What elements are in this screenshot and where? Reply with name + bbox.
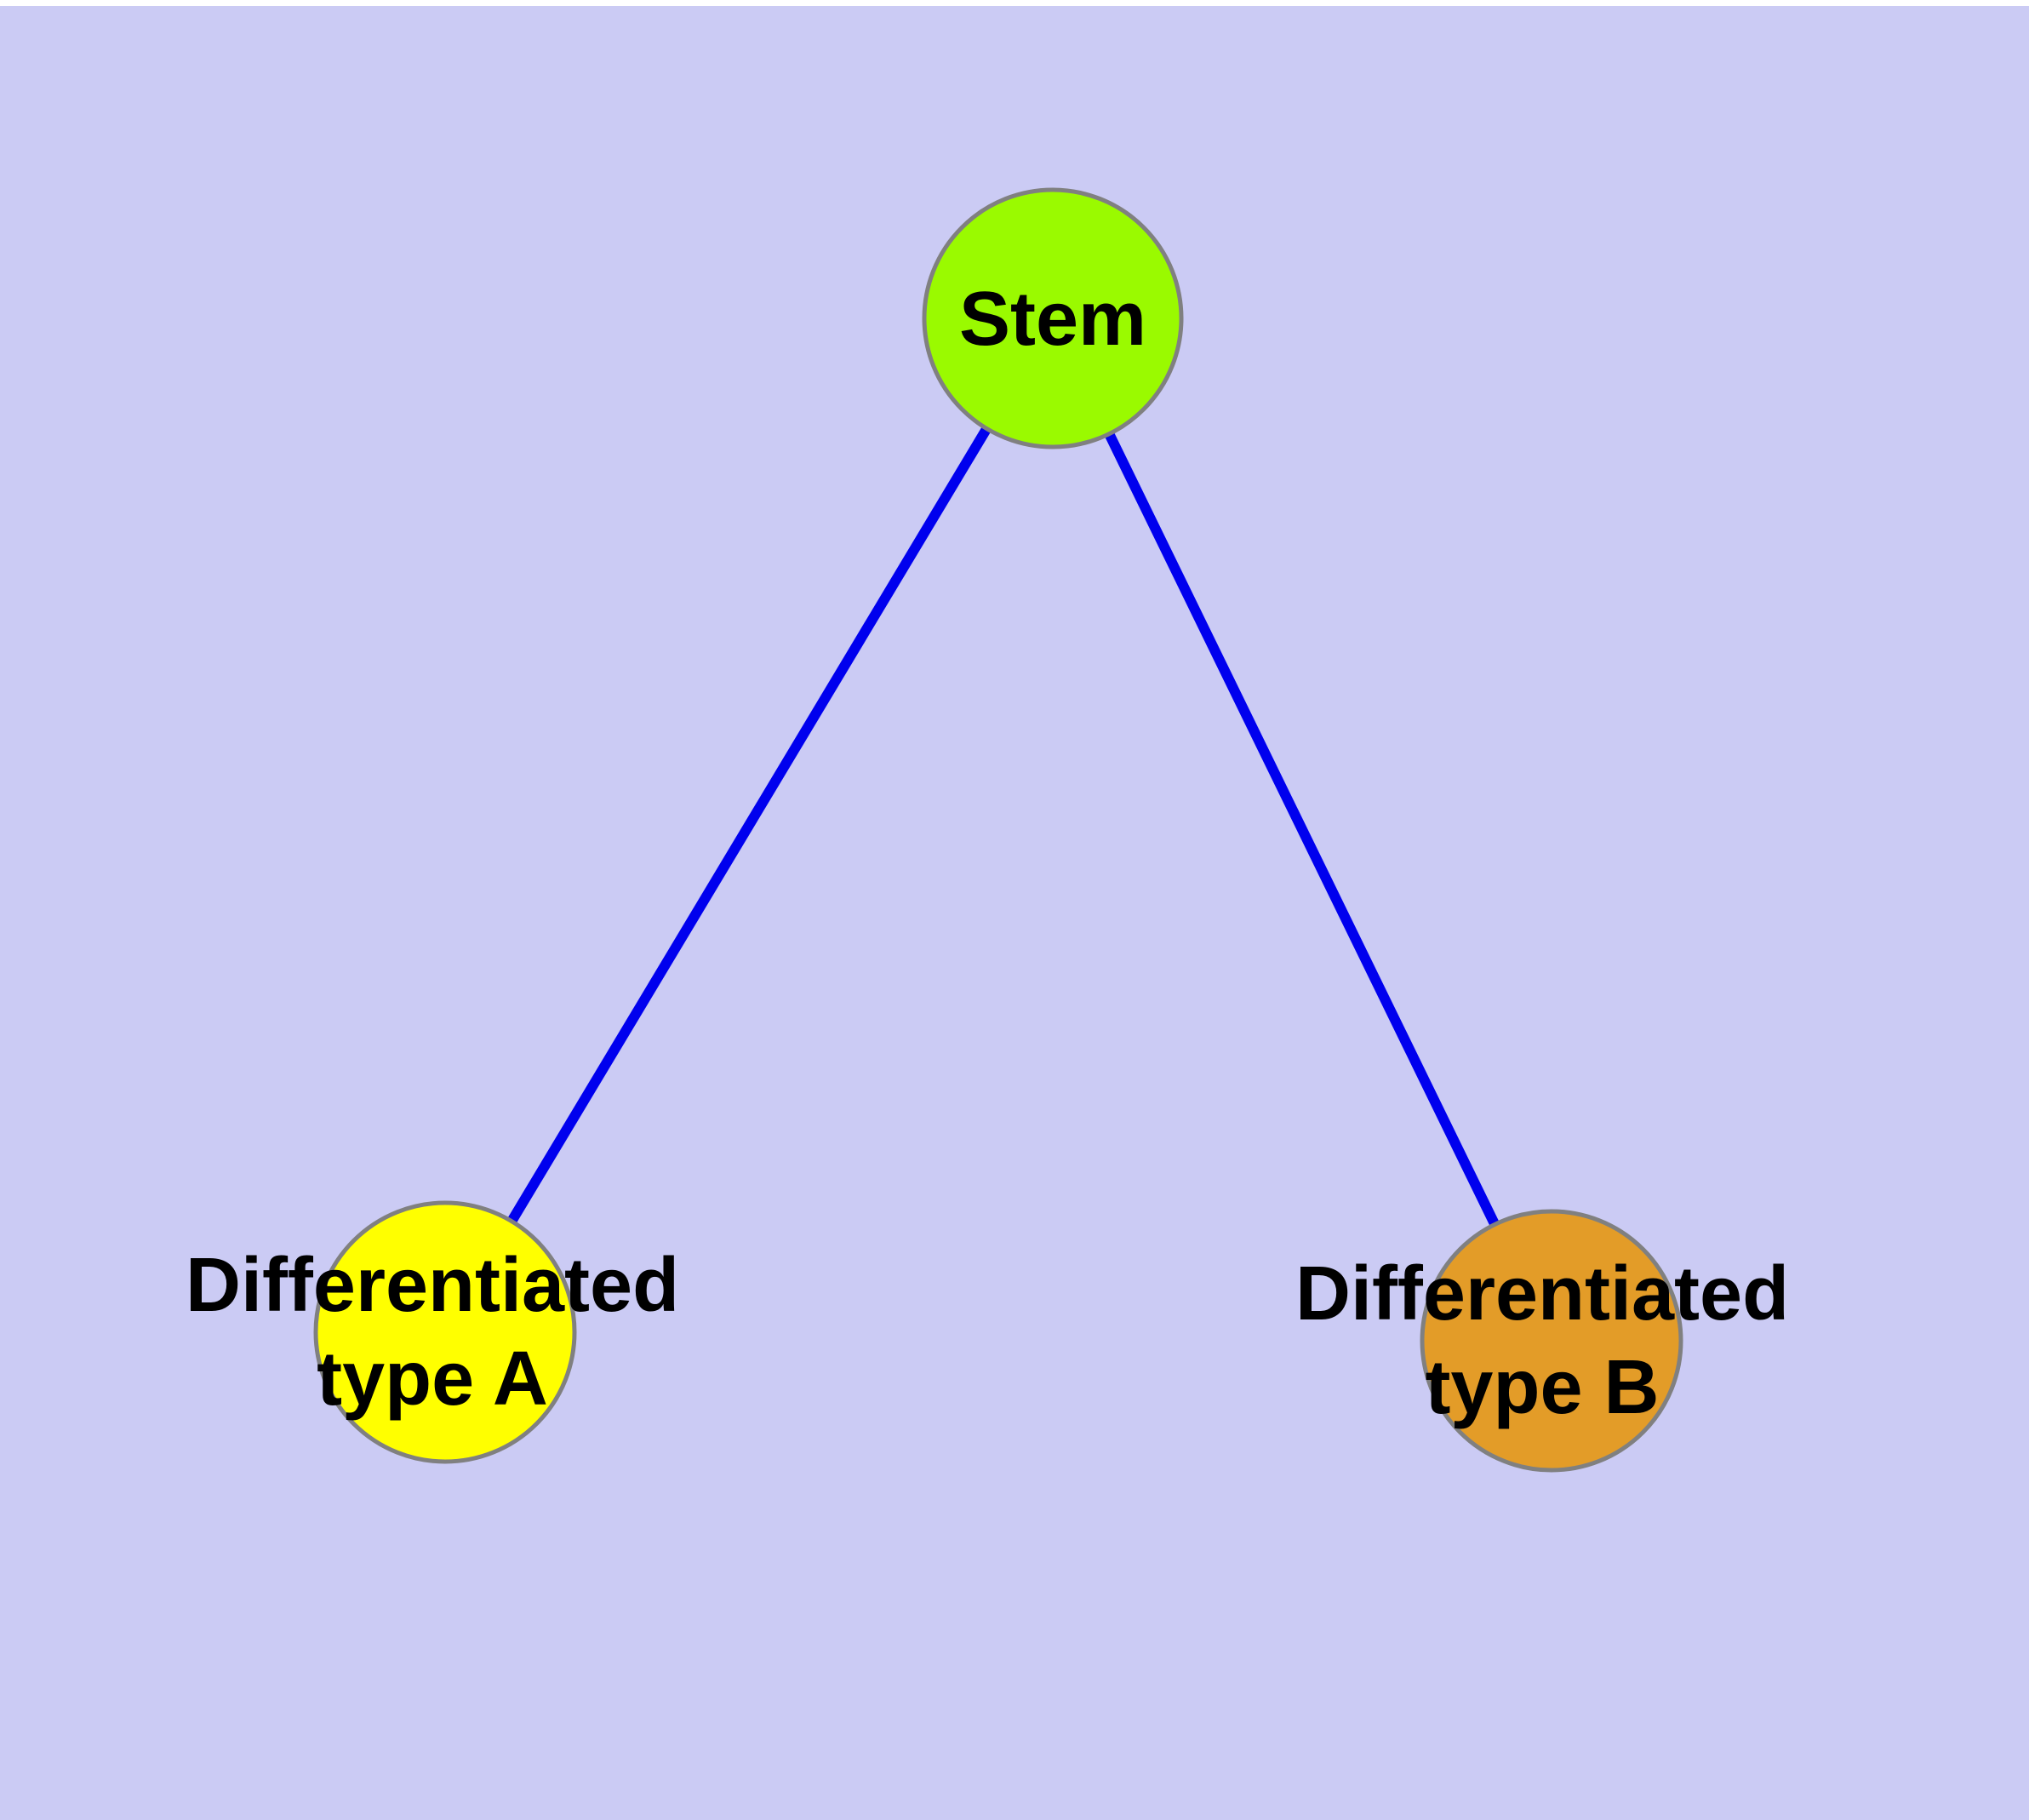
- node-differentiated-type-a: [313, 1200, 577, 1464]
- node-stem: [922, 187, 1184, 449]
- node-differentiated-type-b: [1420, 1209, 1683, 1473]
- edge-stem-to-type-a: [440, 315, 1058, 1336]
- edge-stem-to-type-b: [1048, 316, 1557, 1343]
